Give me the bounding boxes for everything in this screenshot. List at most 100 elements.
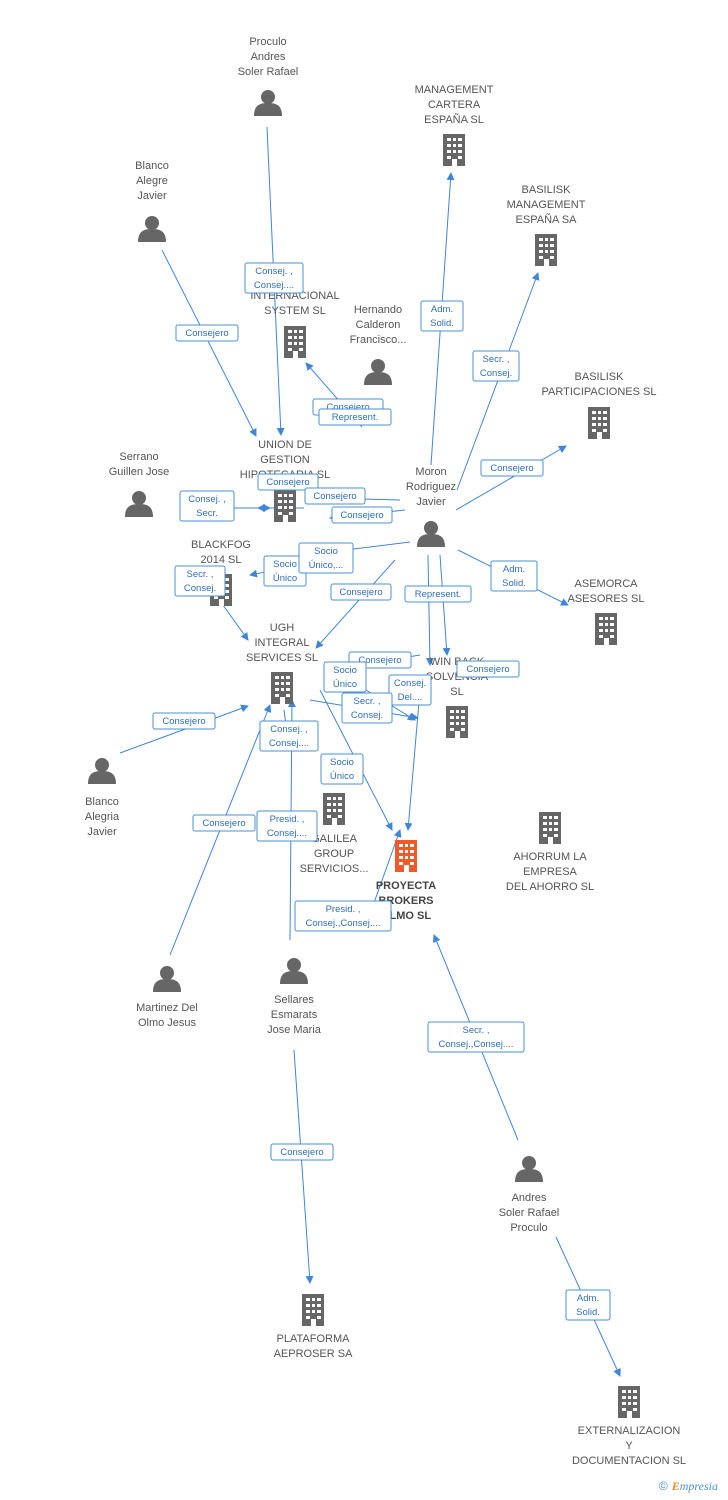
edge-label[interactable]: Consej. ,Secr. (179, 490, 235, 522)
brand-name: mpresia (679, 1479, 718, 1493)
edge-label-text: Consejero (466, 664, 509, 675)
edge-label-box (294, 900, 392, 932)
node-label: PARTICIPACIONES SL (542, 386, 657, 398)
edge-label[interactable]: Adm.Solid. (565, 1289, 611, 1321)
footer-brand: ©Empresia (659, 1479, 718, 1494)
edge-label[interactable]: SocioÚnico,... (298, 542, 354, 574)
node-label: Guillen Jose (109, 466, 170, 478)
edge-label[interactable]: Secr. ,Consej. (341, 692, 393, 724)
edge-label-text: Solid. (430, 318, 454, 329)
edge-label[interactable]: Consejero (175, 324, 239, 342)
node-label: GALILEA (311, 833, 358, 845)
relation-edge (161, 249, 257, 437)
edge-label[interactable]: Consejero (331, 506, 393, 524)
person-icon (88, 758, 116, 784)
edge-label-box (270, 1143, 334, 1161)
edge-label[interactable]: Consejero (480, 459, 544, 477)
edge-label-text: Solid. (502, 578, 526, 589)
edge-label[interactable]: Consejero (257, 473, 319, 491)
person-icon (125, 491, 153, 517)
edge-label[interactable]: Consej.Del.... (388, 674, 432, 706)
edge-label-box (404, 585, 472, 603)
node-label: GESTION (260, 454, 310, 466)
node-label: Alegria (85, 811, 120, 823)
edge-label[interactable]: Presid. ,Consej.... (256, 810, 318, 842)
person-icon (254, 90, 282, 116)
edge-label[interactable]: Consejero (456, 660, 520, 678)
node-label: Martinez Del (136, 1002, 198, 1014)
edge-label-text: Consejero (313, 491, 356, 502)
node-label: Andres (512, 1192, 547, 1204)
building-icon (535, 234, 557, 266)
edge-label[interactable]: Consejero (330, 583, 392, 601)
edge-label-text: Presid. , (270, 814, 305, 825)
edge-label[interactable]: Secr. ,Consej. (472, 350, 520, 382)
edge-label-box (341, 692, 393, 724)
person-node-hernando[interactable]: HernandoCalderonFrancisco... (350, 304, 407, 385)
edge-label-text: Secr. , (354, 696, 381, 707)
node-label: SERVICIOS... (300, 863, 369, 875)
edge-label[interactable]: Represent. (318, 408, 392, 426)
person-icon (515, 1156, 543, 1182)
edge-label-text: Consej.,Consej.... (439, 1039, 514, 1050)
edge-label[interactable]: Consejero (192, 814, 256, 832)
edge-label-text: Consej. (480, 368, 512, 379)
node-label: SYSTEM SL (264, 305, 326, 317)
node-label: SERVICES SL (246, 652, 318, 664)
node-label: Soler Rafael (499, 1207, 560, 1219)
edge-label[interactable]: Represent. (404, 585, 472, 603)
edge-label[interactable]: Adm.Solid. (490, 560, 538, 592)
edge-label[interactable]: Consejero (152, 712, 216, 730)
node-label: AEPROSER SA (274, 1348, 354, 1360)
edge-label-box (565, 1289, 611, 1321)
edge-label[interactable]: Adm.Solid. (420, 300, 464, 332)
edge-label-text: Consej.... (269, 738, 309, 749)
edge-label-text: Consejero (326, 402, 369, 413)
edge-label-text: Presid. , (326, 904, 361, 915)
edge-label-text: Socio (333, 665, 357, 676)
edge-label[interactable]: Consej. ,Consej.... (259, 720, 319, 752)
edge-label-box (257, 473, 319, 491)
edge-label[interactable]: Consejero (270, 1143, 334, 1161)
edge-label[interactable]: Consej. ,Consej.... (244, 262, 304, 294)
node-label: ASEMORCA (575, 578, 639, 590)
node-label: MANAGEMENT (415, 84, 494, 96)
node-label: Proculo (249, 36, 286, 48)
edge-label[interactable]: Consejero (304, 487, 366, 505)
person-icon (153, 966, 181, 992)
edge-label[interactable]: Presid. ,Consej.,Consej.... (294, 900, 392, 932)
node-label: Blanco (135, 160, 169, 172)
building-icon (443, 134, 465, 166)
node-label: GROUP (314, 848, 354, 860)
edge-label[interactable]: Secr. ,Consej. (174, 565, 226, 597)
node-label: Y (625, 1440, 633, 1452)
edge-label-text: Socio (314, 546, 338, 557)
node-label: AHORRUM LA (513, 851, 587, 863)
edge-label-box (179, 490, 235, 522)
company-node-galilea[interactable]: GALILEA GROUP SERVICIOS... (300, 793, 369, 875)
edge-label[interactable]: Secr. ,Consej.,Consej.... (427, 1021, 525, 1053)
building-icon (588, 407, 610, 439)
